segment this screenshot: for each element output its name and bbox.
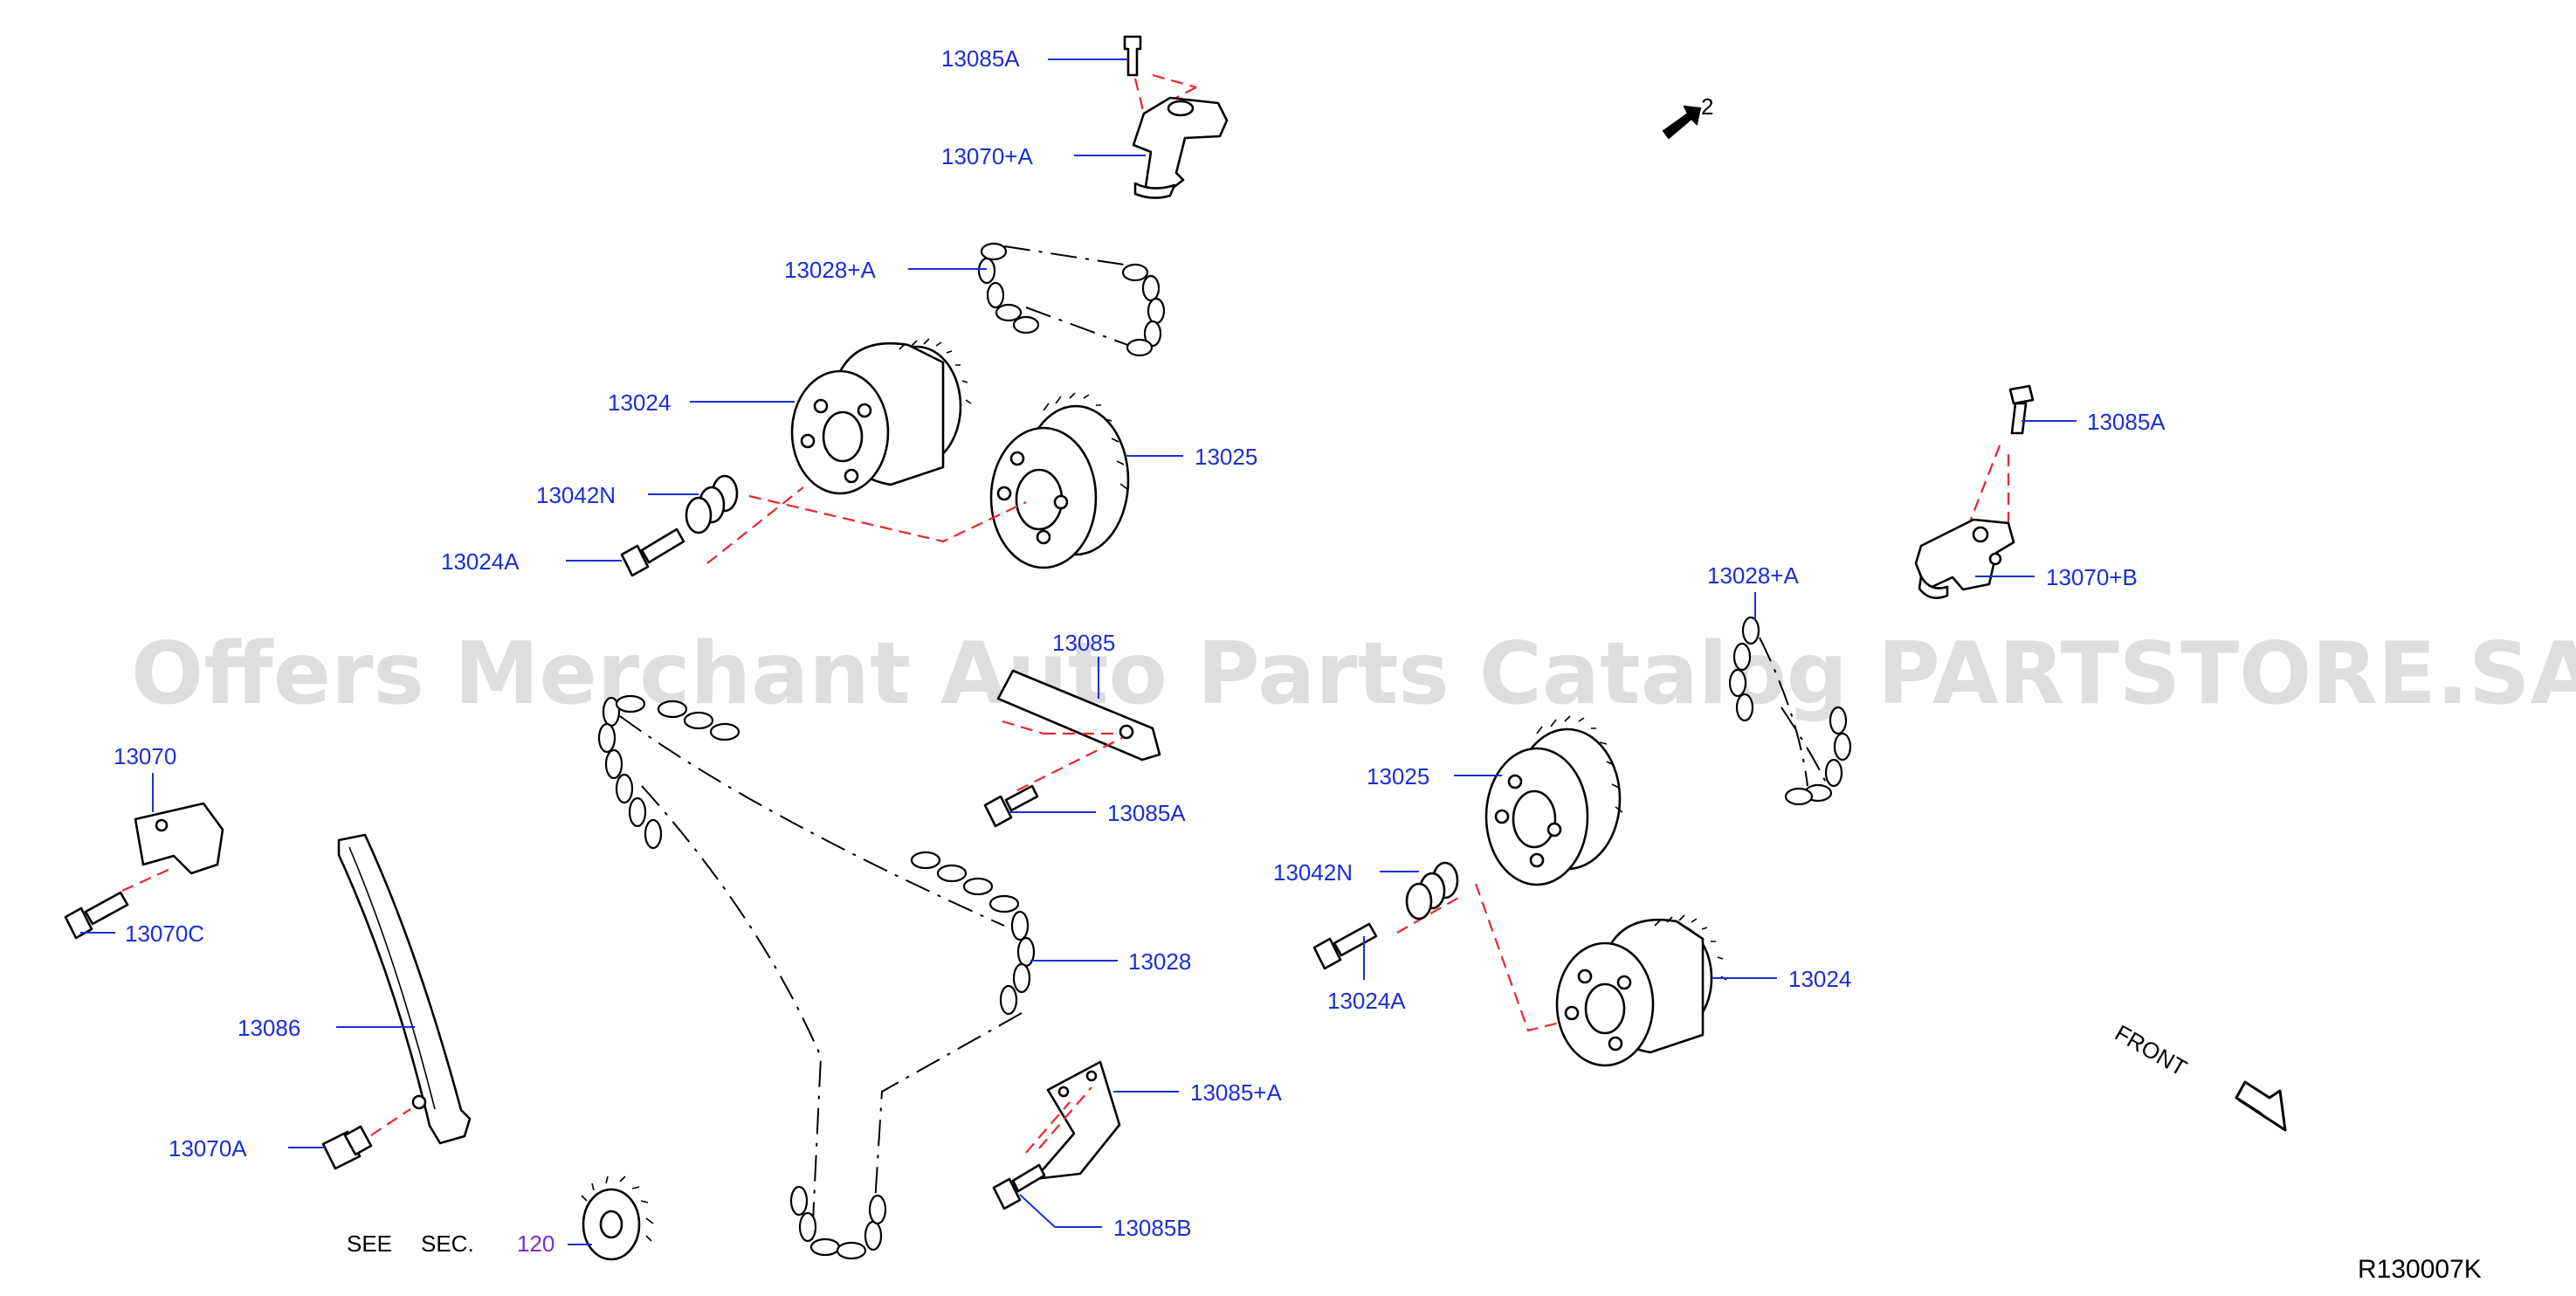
front-label: FRONT (2111, 1019, 2192, 1081)
label-13024-right: 13024 (1788, 966, 1851, 992)
label-13070a-plus-top: 13070+A (941, 143, 1033, 169)
label-13070b-plus: 13070+B (2046, 564, 2138, 590)
see-text: SEE (347, 1231, 392, 1257)
slack-guide-13086[interactable] (337, 833, 472, 1145)
label-13024a-left: 13024A (441, 548, 520, 575)
timing-chain-13028[interactable] (597, 694, 1036, 1260)
label-13024-left: 13024 (608, 389, 671, 416)
bolt-13024a-right[interactable] (1312, 922, 1378, 970)
view-marker-number: 2 (1701, 93, 1713, 120)
section-link-120[interactable]: 120 (517, 1231, 554, 1257)
cam-sprocket-13025-right[interactable] (1484, 715, 1623, 886)
label-13085: 13085 (1052, 630, 1115, 656)
tensioner-top[interactable] (1123, 35, 1229, 199)
tensioner-13070[interactable] (134, 802, 224, 875)
washer-13042n-left[interactable] (685, 474, 739, 534)
label-13028a-plus-right: 13028+A (1707, 562, 1799, 589)
bolt-13085a-right[interactable] (2008, 384, 2035, 435)
label-13085a-top: 13085A (941, 45, 1020, 72)
label-13042n-left: 13042N (536, 482, 616, 508)
view-direction-arrow-icon (1662, 105, 1702, 140)
label-13025-left: 13025 (1195, 444, 1257, 470)
bolt-13085b[interactable] (992, 1163, 1046, 1210)
cam-sprocket-13024-right[interactable] (1555, 914, 1727, 1067)
bolt-13085a-mid[interactable] (983, 784, 1039, 828)
chain-guide-13085[interactable] (996, 669, 1161, 762)
label-13085a-mid: 13085A (1107, 800, 1186, 826)
bolt-13070c[interactable] (64, 891, 129, 940)
diagram-id: R130007K (2358, 1255, 2482, 1284)
bolt-13024a-left[interactable] (620, 527, 685, 577)
timing-chain-upper-right[interactable] (1728, 616, 1852, 806)
crank-sprocket[interactable] (581, 1175, 654, 1261)
label-13042n-right: 13042N (1273, 859, 1353, 886)
front-direction-arrow-icon (2235, 1080, 2287, 1132)
label-13085b: 13085B (1113, 1215, 1192, 1241)
label-13028a-plus-left: 13028+A (784, 257, 876, 283)
watermark-text: Offers Merchant Auto Parts Catalog PARTS… (131, 624, 2576, 724)
label-13085a-plus: 13085+A (1190, 1079, 1282, 1106)
label-13024a-right: 13024A (1327, 988, 1406, 1014)
tensioner-13070b-plus[interactable] (1914, 518, 2015, 599)
label-13086: 13086 (238, 1015, 300, 1041)
label-13070c: 13070C (125, 920, 204, 947)
timing-chain-upper-left[interactable] (977, 242, 1166, 357)
label-13085a-right: 13085A (2087, 409, 2166, 435)
chain-bracket-13085a-plus[interactable] (1033, 1060, 1121, 1181)
cam-sprocket-13025-left[interactable] (989, 392, 1130, 569)
label-13070: 13070 (114, 743, 176, 769)
washer-13042n-right[interactable] (1405, 861, 1459, 920)
label-13025-right: 13025 (1367, 763, 1429, 789)
label-13028: 13028 (1128, 948, 1191, 975)
label-13070a: 13070A (169, 1135, 247, 1162)
bolt-13070a[interactable] (321, 1125, 373, 1170)
cam-sprocket-13024-left[interactable] (790, 338, 972, 495)
sec-text: SEC. (421, 1231, 474, 1257)
